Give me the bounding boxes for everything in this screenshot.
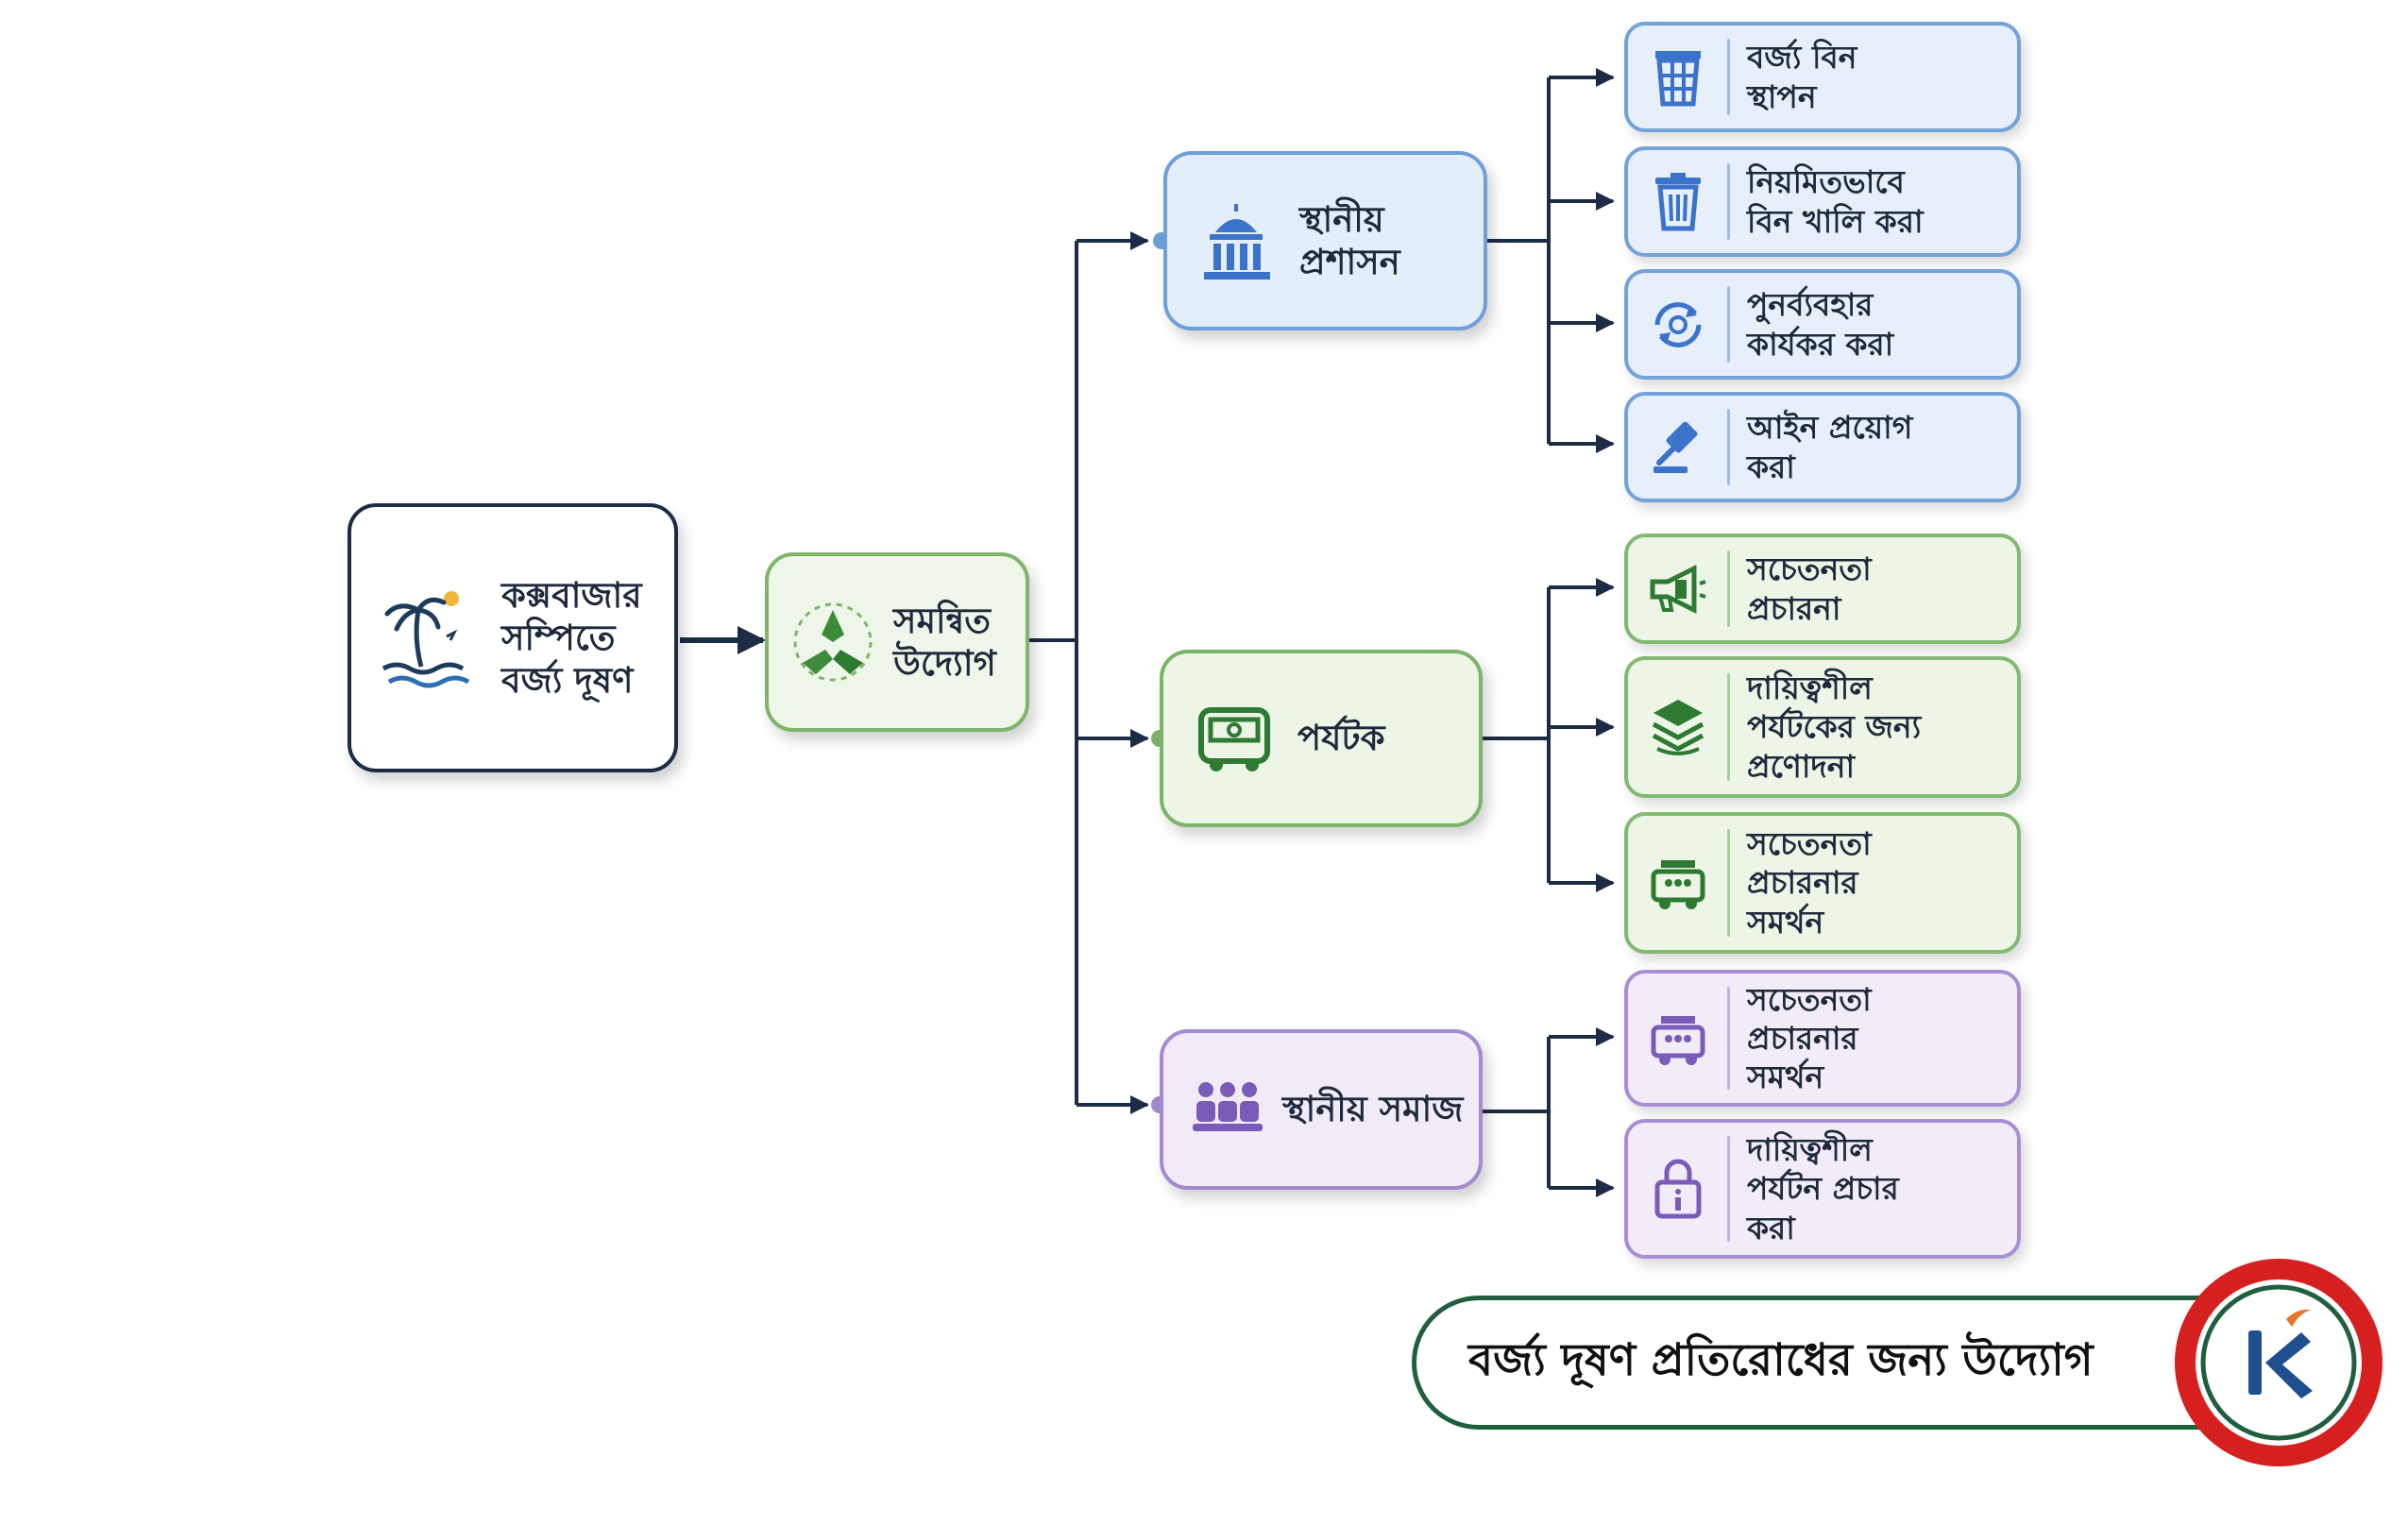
leaf-enforce-law: আইন প্রয়োগ করা xyxy=(1624,392,2021,502)
banner-title: বর্জ্য দূষণ প্রতিরোধের জন্য উদ্যোগ xyxy=(1468,1334,2094,1386)
leaf-divider xyxy=(1727,409,1730,485)
leaf-divider xyxy=(1727,286,1730,363)
gavel-icon xyxy=(1628,419,1727,476)
empty-bin-icon xyxy=(1628,172,1727,232)
leaf-divider xyxy=(1727,987,1730,1090)
root-label: কক্সবাজার সম্পিতে বর্জ্য দূষণ xyxy=(501,574,642,702)
leaf-install-waste-bins: বর্জ্য বিন স্থাপন xyxy=(1624,22,2021,132)
stacked-layers-icon xyxy=(1628,696,1727,758)
leaf-promote-responsible-tourism: দায়িত্বশীল পর্যটন প্রচার করা xyxy=(1624,1119,2021,1259)
leaf-divider xyxy=(1727,39,1730,115)
leaf-support-awareness-campaign-community: সচেতনতা প্রচারনার সমর্থন xyxy=(1624,970,2021,1107)
megaphone-icon xyxy=(1628,563,1727,616)
leaf-empty-bins-regularly: নিয়মিতভাবে বিন খালি করা xyxy=(1624,146,2021,257)
campaign-truck-icon xyxy=(1628,1010,1727,1067)
category-community-label: স্থানীয় সমাজ xyxy=(1282,1089,1464,1130)
campaign-truck-icon xyxy=(1628,855,1727,911)
leaf-label: সচেতনতা প্রচারনার সমর্থন xyxy=(1747,825,1872,940)
leaf-divider xyxy=(1727,551,1730,627)
leaf-label: বর্জ্য বিন স্থাপন xyxy=(1747,39,1857,115)
leaf-label: আইন প্রয়োগ করা xyxy=(1747,409,1913,485)
category-admin-label: স্থানীয় প্রশাসন xyxy=(1299,198,1400,282)
leaf-divider xyxy=(1727,829,1730,937)
leaf-enforce-recycling: পুনর্ব্যবহার কার্যকর করা xyxy=(1624,269,2021,380)
category-tourist-label: পর্যটক xyxy=(1297,718,1385,759)
leaf-label: সচেতনতা প্রচারনা xyxy=(1747,551,1872,627)
leaf-label: দায়িত্বশীল পর্যটকের জন্য প্রণোদনা xyxy=(1747,669,1922,785)
leaf-divider xyxy=(1727,1136,1730,1242)
collaboration-hands-icon xyxy=(786,597,880,687)
root-node: কক্সবাজার সম্পিতে বর্জ্য দূষণ xyxy=(348,503,678,772)
k-logo-icon xyxy=(2167,1251,2390,1474)
leaf-awareness-campaign: সচেতনতা প্রচারনা xyxy=(1624,534,2021,644)
leaf-responsible-tourist-incentive: দায়িত্বশীল পর্যটকের জন্য প্রণোদনা xyxy=(1624,656,2021,798)
community-people-icon xyxy=(1190,1076,1265,1143)
category-tourist: পর্যটক xyxy=(1160,650,1483,827)
recycle-icon xyxy=(1628,298,1727,351)
tourist-bus-icon xyxy=(1192,701,1277,776)
combined-label: সমন্বিত উদ্যোগ xyxy=(893,600,996,684)
government-building-icon xyxy=(1194,198,1279,283)
category-local-community: স্থানীয় সমাজ xyxy=(1160,1029,1483,1190)
leaf-support-awareness-campaign-tourist: সচেতনতা প্রচারনার সমর্থন xyxy=(1624,812,2021,954)
leaf-label: নিয়মিতভাবে বিন খালি করা xyxy=(1747,163,1924,240)
title-banner: বর্জ্য দূষণ প্রতিরোধের জন্য উদ্যোগ xyxy=(1412,1296,2243,1430)
info-lock-icon xyxy=(1628,1158,1727,1220)
leaf-label: দায়িত্বশীল পর্যটন প্রচার করা xyxy=(1747,1131,1899,1246)
leaf-divider xyxy=(1727,673,1730,781)
category-local-administration: স্থানীয় প্রশাসন xyxy=(1163,151,1487,330)
combined-node: সমন্বিত উদ্যোগ xyxy=(765,552,1029,732)
trash-bin-icon xyxy=(1628,47,1727,108)
beach-palm-icon xyxy=(368,582,486,695)
leaf-label: পুনর্ব্যবহার কার্যকর করা xyxy=(1747,286,1894,363)
leaf-label: সচেতনতা প্রচারনার সমর্থন xyxy=(1747,980,1872,1096)
leaf-divider xyxy=(1727,163,1730,240)
